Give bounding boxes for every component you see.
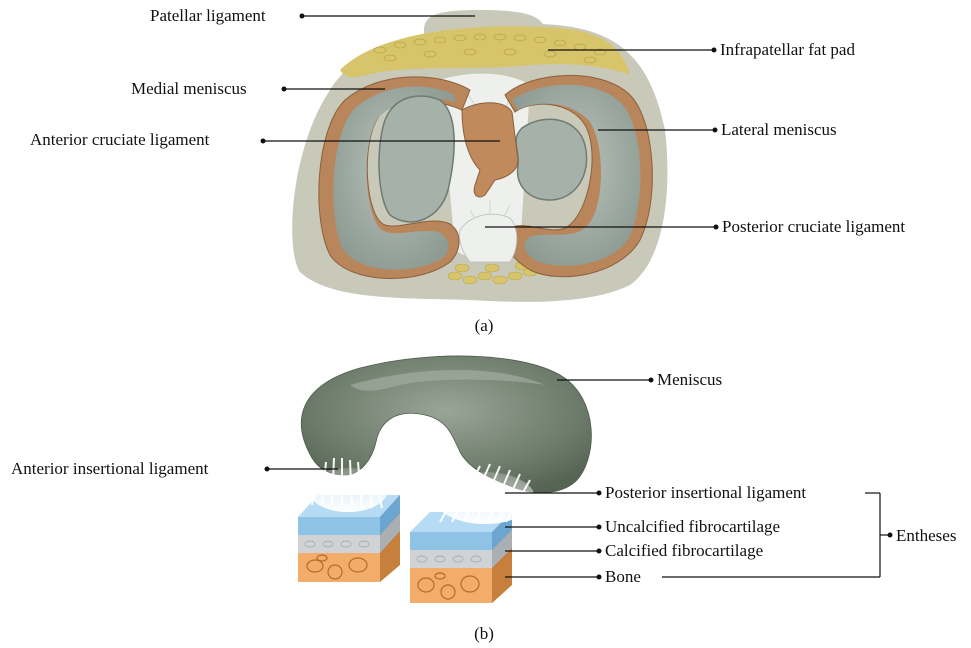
label-medial-meniscus: Medial meniscus	[131, 79, 247, 98]
label-patellar-ligament: Patellar ligament	[150, 6, 266, 25]
callout-calcified-fibrocartilage: Calcified fibrocartilage	[505, 541, 763, 560]
posterior-enthesis-block	[410, 512, 512, 603]
pcl-shape	[459, 214, 516, 262]
label-bone: Bone	[605, 567, 641, 586]
caption-a: (a)	[475, 316, 494, 335]
label-infrapatellar-fat-pad: Infrapatellar fat pad	[720, 40, 855, 59]
label-entheses: Entheses	[896, 526, 956, 545]
callout-bone: Bone	[505, 567, 641, 586]
callout-anterior-insertional-ligament: Anterior insertional ligament	[11, 459, 338, 478]
panel-a-illustration	[292, 10, 667, 302]
panel-b-illustration	[298, 356, 591, 603]
anterior-fiber-glow	[308, 468, 388, 512]
label-posterior-insertional-ligament: Posterior insertional ligament	[605, 483, 806, 502]
label-lateral-meniscus: Lateral meniscus	[721, 120, 837, 139]
label-calcified-fibrocartilage: Calcified fibrocartilage	[605, 541, 763, 560]
label-anterior-cruciate-ligament: Anterior cruciate ligament	[30, 130, 210, 149]
label-meniscus: Meniscus	[657, 370, 722, 389]
label-uncalcified-fibrocartilage: Uncalcified fibrocartilage	[605, 517, 780, 536]
lateral-cartilage-inner	[516, 119, 587, 200]
callout-meniscus: Meniscus	[557, 370, 722, 389]
posterior-fiber-glow	[435, 472, 535, 524]
label-posterior-cruciate-ligament: Posterior cruciate ligament	[722, 217, 905, 236]
label-anterior-insertional-ligament: Anterior insertional ligament	[11, 459, 209, 478]
medial-cartilage-inner	[379, 96, 454, 222]
callout-uncalcified-fibrocartilage: Uncalcified fibrocartilage	[505, 517, 780, 536]
caption-b: (b)	[474, 624, 494, 643]
